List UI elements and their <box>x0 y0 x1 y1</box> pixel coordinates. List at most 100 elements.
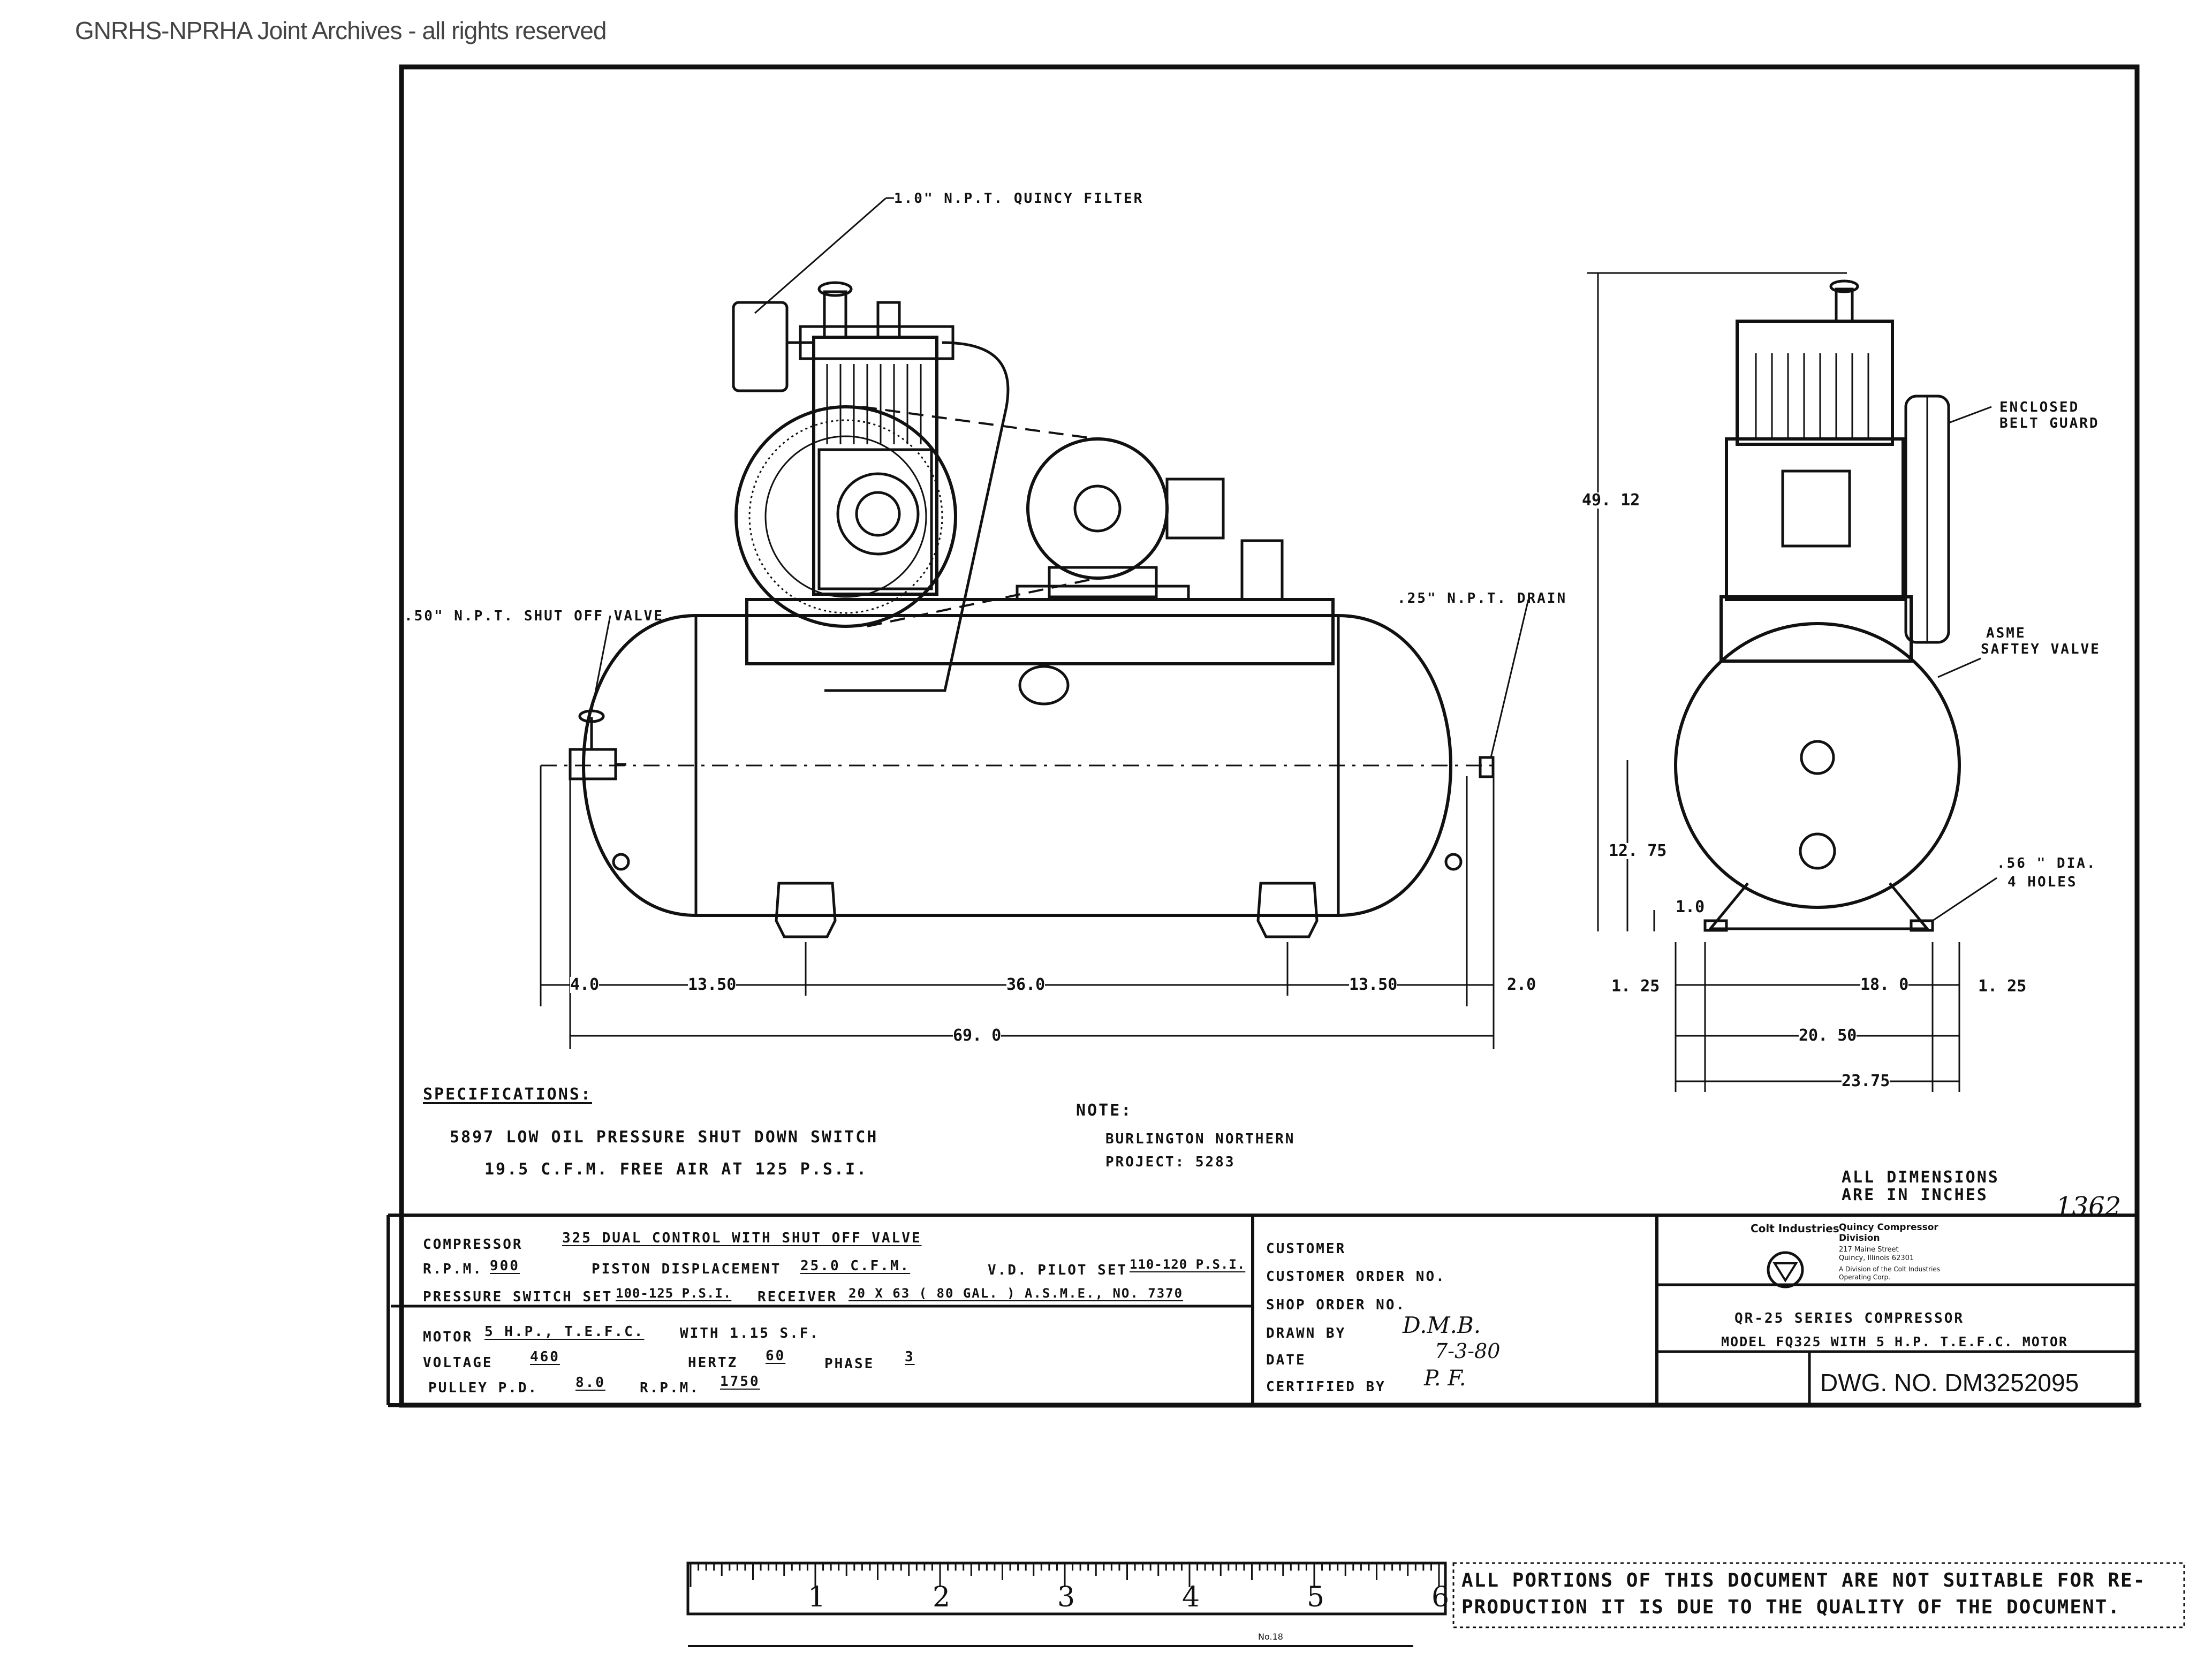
dim-13-50-left: 13.50 <box>688 975 737 994</box>
disclaimer-line-1: ALL PORTIONS OF THIS DOCUMENT ARE NOT SU… <box>1461 1569 2146 1591</box>
tb-receiver-label: RECEIVER <box>757 1289 838 1305</box>
callout-belt-guard-2: BELT GUARD <box>1999 415 2100 431</box>
tb-customer-order-label: CUSTOMER ORDER NO. <box>1266 1269 1446 1285</box>
ruler-number: 1 <box>808 1581 826 1613</box>
tb-company-line-5: A Division of the Colt Industries <box>1839 1265 1941 1273</box>
tb-pilot-value: 110-120 P.S.I. <box>1130 1257 1246 1272</box>
tb-motor-label: MOTOR <box>423 1329 473 1345</box>
tb-drawn-by-label: DRAWN BY <box>1266 1325 1346 1341</box>
tb-company-line-1: Quincy Compressor <box>1839 1222 1938 1233</box>
tb-date-value: 7-3-80 <box>1435 1339 1501 1363</box>
tb-certified-label: CERTIFIED BY <box>1266 1379 1386 1395</box>
ruler-number: 5 <box>1307 1581 1325 1613</box>
callout-shutoff-valve: .50" N.P.T. SHUT OFF VALVE <box>404 608 664 624</box>
sheet-number: 1362 <box>2056 1192 2122 1222</box>
front-dimension-lines <box>540 765 1495 1049</box>
all-dimensions-line-1: ALL DIMENSIONS <box>1842 1168 1999 1187</box>
callout-drain: .25" N.P.T. DRAIN <box>1397 590 1567 606</box>
tb-compressor-value: 325 DUAL CONTROL WITH SHUT OFF VALVE <box>562 1230 922 1246</box>
scale-ruler <box>686 1561 1447 1647</box>
dim-49-12: 49. 12 <box>1582 491 1640 510</box>
note-line-1: BURLINGTON NORTHERN <box>1105 1131 1296 1147</box>
ruler-maker-label: No.18 <box>1258 1632 1283 1642</box>
dim-side-23-75: 23.75 <box>1842 1072 1890 1090</box>
tb-hertz-label: HERTZ <box>688 1355 738 1371</box>
dim-36-0: 36.0 <box>1006 975 1046 994</box>
ruler-number: 3 <box>1057 1581 1075 1613</box>
tb-receiver-value: 20 X 63 ( 80 GAL. ) A.S.M.E., NO. 7370 <box>849 1286 1184 1301</box>
tb-switch-label: PRESSURE SWITCH SET <box>423 1289 613 1305</box>
callout-safety-valve-2: SAFTEY VALVE <box>1981 641 2101 657</box>
tb-model-title: MODEL FQ325 WITH 5 H.P. T.E.F.C. MOTOR <box>1721 1334 2068 1349</box>
tb-hertz-value: 60 <box>766 1348 786 1364</box>
tb-compressor-label: COMPRESSOR <box>423 1237 523 1253</box>
tb-rpm-label: R.P.M. <box>423 1261 483 1277</box>
tb-customer-label: CUSTOMER <box>1266 1241 1346 1257</box>
dim-12-75: 12. 75 <box>1609 841 1667 860</box>
side-dimension-lines <box>1587 272 1997 1092</box>
tb-company-line-3: 217 Maine Street <box>1839 1246 1899 1254</box>
dim-side-1-25-left: 1. 25 <box>1611 977 1660 996</box>
tb-certified-value: P. F. <box>1424 1366 1466 1391</box>
dim-13-50-right: 13.50 <box>1349 975 1398 994</box>
dim-69-0: 69. 0 <box>953 1026 1002 1045</box>
tb-pulley-value: 8.0 <box>575 1375 605 1391</box>
ruler-number: 6 <box>1431 1581 1450 1613</box>
discharge-line <box>824 341 1010 692</box>
callout-holes-1: .56 " DIA. <box>1997 855 2097 871</box>
dim-1-0: 1.0 <box>1676 898 1705 916</box>
archive-watermark: GNRHS-NPRHA Joint Archives - all rights … <box>75 17 607 44</box>
dim-side-1-25-right: 1. 25 <box>1978 977 2027 996</box>
dim-side-18-0: 18. 0 <box>1860 975 1909 994</box>
specifications-line-2: 19.5 C.F.M. FREE AIR AT 125 P.S.I. <box>484 1160 868 1179</box>
tb-piston-value: 25.0 C.F.M. <box>800 1258 911 1274</box>
receiver-tank-front <box>541 614 1495 938</box>
callout-safety-valve-1: ASME <box>1986 625 2026 641</box>
tb-pilot-label: V.D. PILOT SET <box>988 1262 1128 1278</box>
tb-pulley-rpm-label: R.P.M. <box>640 1380 700 1396</box>
tb-phase-label: PHASE <box>824 1356 875 1372</box>
compressor-pump <box>734 281 957 628</box>
tb-voltage-label: VOLTAGE <box>423 1355 493 1371</box>
tb-shop-order-label: SHOP ORDER NO. <box>1266 1297 1406 1313</box>
tb-motor-value: 5 H.P., T.E.F.C. <box>484 1324 645 1340</box>
side-view <box>1674 279 1961 932</box>
dim-2-0: 2.0 <box>1507 975 1536 994</box>
electric-motor <box>1016 437 1225 601</box>
tb-piston-label: PISTON DISPLACEMENT <box>592 1261 782 1277</box>
tb-switch-value: 100-125 P.S.I. <box>616 1286 732 1301</box>
tb-company-line-4: Quincy, Illinois 62301 <box>1839 1254 1914 1262</box>
tb-dwg-number: DWG. NO. DM3252095 <box>1820 1369 2079 1397</box>
all-dimensions-line-2: ARE IN INCHES <box>1842 1186 1988 1204</box>
dim-4-0: 4.0 <box>570 975 600 994</box>
tb-company-line-2: Division <box>1839 1233 1880 1243</box>
callout-filter: 1.0" N.P.T. QUINCY FILTER <box>894 191 1144 207</box>
tb-company-line-6: Operating Corp. <box>1839 1273 1890 1281</box>
tb-sf-value: WITH 1.15 S.F. <box>680 1325 820 1341</box>
intake-filter <box>732 301 814 392</box>
ruler-number: 2 <box>933 1581 951 1613</box>
specifications-line-1: 5897 LOW OIL PRESSURE SHUT DOWN SWITCH <box>450 1128 878 1147</box>
callout-belt-guard-1: ENCLOSED <box>1999 399 2080 415</box>
colt-logo-mark <box>1767 1251 1804 1288</box>
note-line-2: PROJECT: 5283 <box>1105 1154 1236 1170</box>
tb-company-brand: Colt Industries <box>1751 1222 1839 1235</box>
disclaimer-line-2: PRODUCTION IT IS DUE TO THE QUALITY OF T… <box>1461 1596 2121 1618</box>
tb-pulley-rpm-value: 1750 <box>720 1374 760 1390</box>
callout-holes-2: 4 HOLES <box>2008 874 2078 890</box>
tb-rpm-value: 900 <box>490 1258 520 1274</box>
tb-series-title: QR-25 SERIES COMPRESSOR <box>1734 1310 1965 1326</box>
mounting-platform <box>745 598 1335 665</box>
note-heading: NOTE: <box>1076 1101 1133 1120</box>
disclaimer-box <box>1452 1562 2185 1628</box>
drawing-border <box>399 64 2140 1408</box>
tb-date-label: DATE <box>1266 1352 1306 1368</box>
tb-drawn-by-value: D.M.B. <box>1403 1312 1481 1338</box>
shutoff-valve <box>569 709 626 780</box>
dim-side-20-50: 20. 50 <box>1799 1026 1857 1045</box>
specifications-heading: SPECIFICATIONS: <box>423 1085 592 1104</box>
tb-phase-value: 3 <box>905 1349 915 1365</box>
ruler-number: 4 <box>1182 1581 1200 1613</box>
pressure-switch <box>1240 539 1284 601</box>
